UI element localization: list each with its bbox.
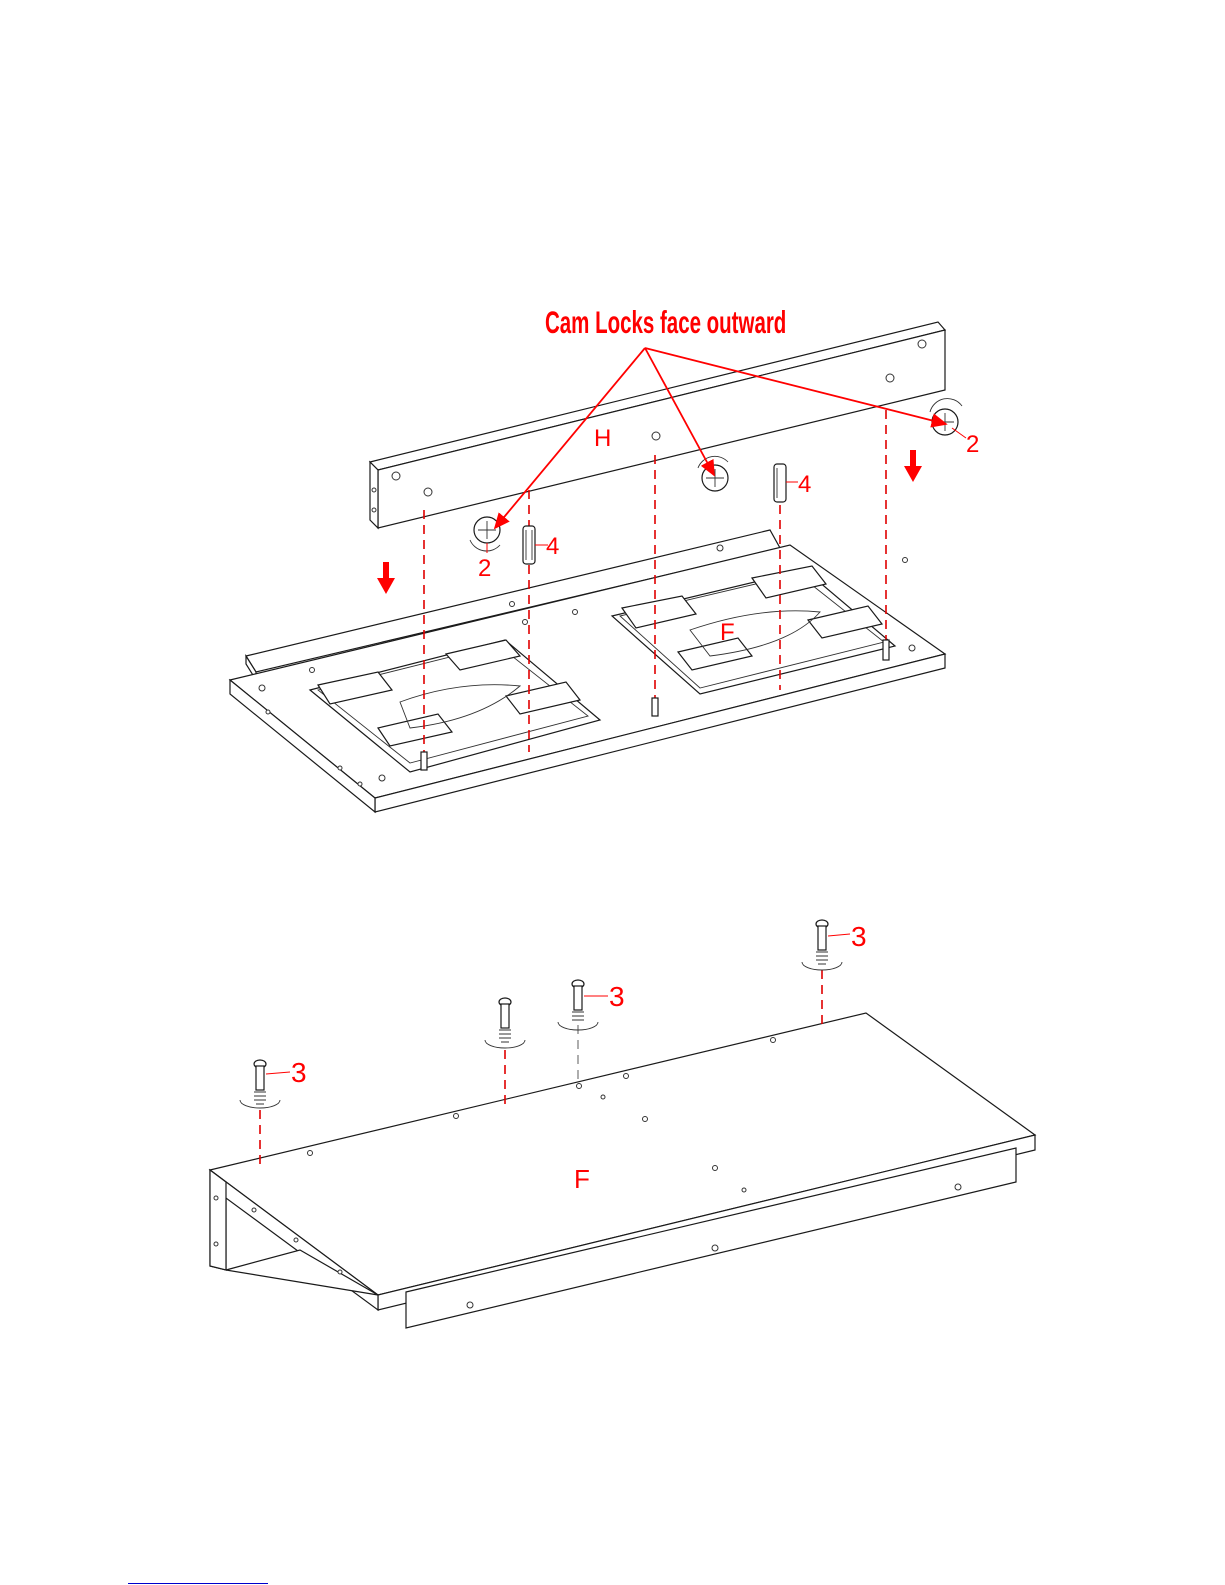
- cam-bolt-icon: [558, 980, 598, 1030]
- down-arrow-icon: [904, 450, 922, 482]
- cam-lock-icon: [470, 517, 500, 551]
- down-arrow-icon: [377, 562, 395, 594]
- label-dowel: 4: [798, 471, 811, 498]
- cam-bolt-icon: [240, 1060, 280, 1108]
- cam-lock-icon: [930, 399, 962, 435]
- panel-h: [370, 322, 945, 528]
- label-cam-lock: 2: [966, 431, 979, 458]
- cam-bolt-icon: [485, 998, 525, 1048]
- label-cam-lock: 2: [478, 555, 491, 582]
- label-cam-bolt: 3: [609, 981, 625, 1012]
- label-cam-bolt: 3: [291, 1057, 307, 1088]
- panel-f-inserted-bolts: [210, 1013, 1035, 1328]
- label-panel-h: H: [594, 425, 611, 452]
- label-panel-f: F: [720, 619, 735, 646]
- step-1-exploded-view: Cam Locks face outward H F 2 2 4 4: [230, 305, 979, 812]
- dowel-icon: [774, 464, 786, 502]
- label-dowel: 4: [546, 533, 559, 560]
- callout-text: Cam Locks face outward: [545, 305, 786, 340]
- label-cam-bolt: 3: [851, 921, 867, 952]
- step-2-view: 3 3 3 F: [210, 920, 1035, 1328]
- footer-link-underline: [128, 1583, 268, 1584]
- dowel-icon: [523, 526, 535, 564]
- label-panel-f: F: [574, 1164, 590, 1194]
- panel-f-top-view: [230, 530, 945, 812]
- cam-bolt-icon: [802, 920, 842, 970]
